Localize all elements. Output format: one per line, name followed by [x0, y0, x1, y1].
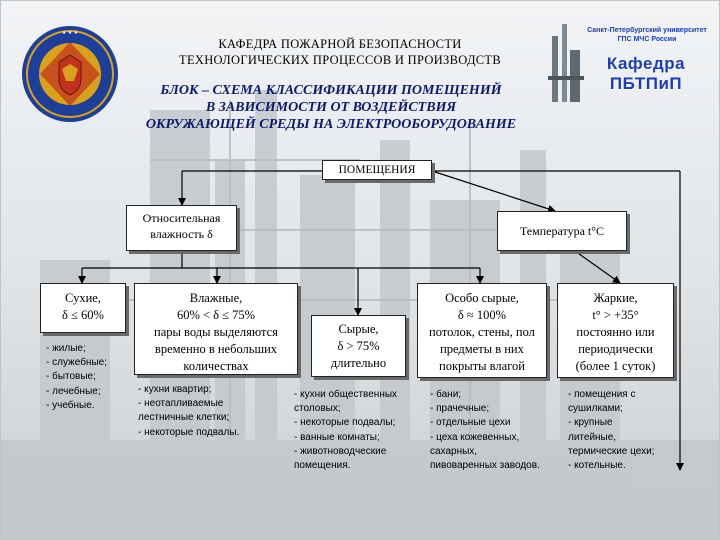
- examples-list-hot: - помещения с сушилками; - крупные литей…: [568, 388, 654, 473]
- department-header-line1: КАФЕДРА ПОЖАРНОЙ БЕЗОПАСНОСТИ: [218, 37, 462, 51]
- category-line: Особо сырые,: [445, 291, 519, 305]
- list-item: - жилые;: [46, 343, 86, 354]
- refinery-icon: [548, 24, 584, 102]
- category-line: δ ≤ 60%: [62, 307, 104, 322]
- examples-list-dry: - жилые; - служебные; - бытовые; - лечеб…: [46, 342, 107, 413]
- list-item: сахарных,: [430, 445, 478, 457]
- title-line3: ОКРУЖАЮЩЕЙ СРЕДЫ НА ЭЛЕКТРООБОРУДОВАНИЕ: [145, 117, 517, 132]
- category-line: Сухие,: [65, 291, 101, 305]
- list-item: - неотапливаемые: [138, 398, 224, 410]
- category-line: количествах: [183, 358, 249, 373]
- examples-list-damp: - кухни общественных столовых; - некотор…: [294, 388, 397, 473]
- list-item: столовых;: [294, 403, 341, 415]
- list-item: - бытовые;: [46, 371, 96, 383]
- list-item: лестничные клетки;: [138, 412, 230, 424]
- list-item: - учебные.: [46, 399, 95, 411]
- category-line: δ > 75%: [337, 338, 380, 353]
- title-line2: В ЗАВИСИМОСТИ ОТ ВОЗДЕЙСТВИЯ: [205, 100, 457, 115]
- list-item: - отдельные цехи: [430, 417, 511, 429]
- list-item: - котельные.: [568, 459, 626, 471]
- svg-text:★ ★ ★: ★ ★ ★: [62, 30, 79, 36]
- humidity-line2: влажность δ: [150, 227, 213, 242]
- examples-list-very-damp: - бани; - прачечные; - отдельные цехи - …: [430, 388, 540, 473]
- root-label: ПОМЕЩЕНИЯ: [338, 164, 416, 176]
- category-line: постоянно или: [576, 324, 655, 339]
- university-emblem: ★ ★ ★: [22, 26, 118, 122]
- group-box-temperature: Температура t°C: [497, 211, 627, 251]
- humidity-line1: Относительная: [142, 211, 221, 225]
- list-item: - кухни общественных: [294, 389, 398, 400]
- category-line: δ ≈ 100%: [457, 307, 507, 322]
- root-box-premises: ПОМЕЩЕНИЯ: [322, 160, 432, 180]
- category-line: временно в небольших: [154, 341, 278, 356]
- category-line: пары воды выделяются: [154, 324, 278, 339]
- list-item: - некоторые подвалы.: [138, 426, 240, 438]
- category-line: t° > +35°: [592, 307, 639, 322]
- category-box-humid: Влажные, 60% < δ ≤ 75% пары воды выделяю…: [134, 283, 298, 375]
- category-box-dry: Сухие, δ ≤ 60%: [40, 283, 126, 333]
- list-item: - ванные комнаты;: [294, 431, 380, 443]
- category-line: (более 1 суток): [575, 358, 656, 373]
- list-item: - крупные: [568, 417, 613, 429]
- list-item: сушилками;: [568, 403, 623, 415]
- list-item: - лечебные;: [46, 385, 101, 397]
- list-item: - кухни квартир;: [138, 384, 212, 395]
- list-item: - служебные;: [46, 357, 107, 369]
- list-item: - прачечные;: [430, 403, 490, 415]
- department-logo: Санкт-Петербургский университет ГПС МЧС …: [548, 16, 708, 106]
- title-line1: БЛОК – СХЕМА КЛАССИФИКАЦИИ ПОМЕЩЕНИЙ: [160, 83, 502, 98]
- list-item: помещения.: [294, 459, 351, 471]
- department-header-line2: ТЕХНОЛОГИЧЕСКИХ ПРОЦЕССОВ И ПРОИЗВОДСТВ: [179, 53, 501, 67]
- category-box-very-damp: Особо сырые, δ ≈ 100% потолок, стены, по…: [417, 283, 547, 378]
- list-item: - помещения с: [568, 389, 636, 400]
- logo-caption: Санкт-Петербургский университет ГПС МЧС …: [587, 27, 707, 43]
- category-line: длительно: [330, 355, 387, 370]
- list-item: пивоваренных заводов.: [430, 459, 540, 471]
- category-line: Влажные,: [189, 291, 243, 305]
- category-line: 60% < δ ≤ 75%: [176, 307, 256, 322]
- category-box-hot: Жаркие, t° > +35° постоянно или периодич…: [557, 283, 674, 378]
- category-box-damp: Сырые, δ > 75% длительно: [311, 315, 406, 377]
- list-item: - бани;: [430, 389, 462, 400]
- examples-list-humid: - кухни квартир; - неотапливаемые лестни…: [138, 383, 239, 440]
- list-item: - некоторые подвалы;: [294, 417, 396, 429]
- category-line: потолок, стены, пол: [429, 324, 535, 339]
- group-box-humidity: Относительная влажность δ: [126, 205, 237, 251]
- category-line: покрыты влагой: [439, 358, 525, 373]
- category-line: Сырые,: [338, 322, 379, 336]
- list-item: - животноводческие: [294, 445, 387, 457]
- category-line: Жаркие,: [593, 291, 638, 305]
- logo-name: Кафедра ПБТПиП: [606, 54, 686, 93]
- category-line: периодически: [578, 341, 653, 356]
- list-item: литейные,: [568, 431, 617, 443]
- list-item: - цеха кожевенных,: [430, 431, 520, 443]
- list-item: термические цехи;: [568, 445, 655, 457]
- temperature-label: Температура t°C: [519, 224, 605, 238]
- category-line: предметы в них: [440, 341, 524, 356]
